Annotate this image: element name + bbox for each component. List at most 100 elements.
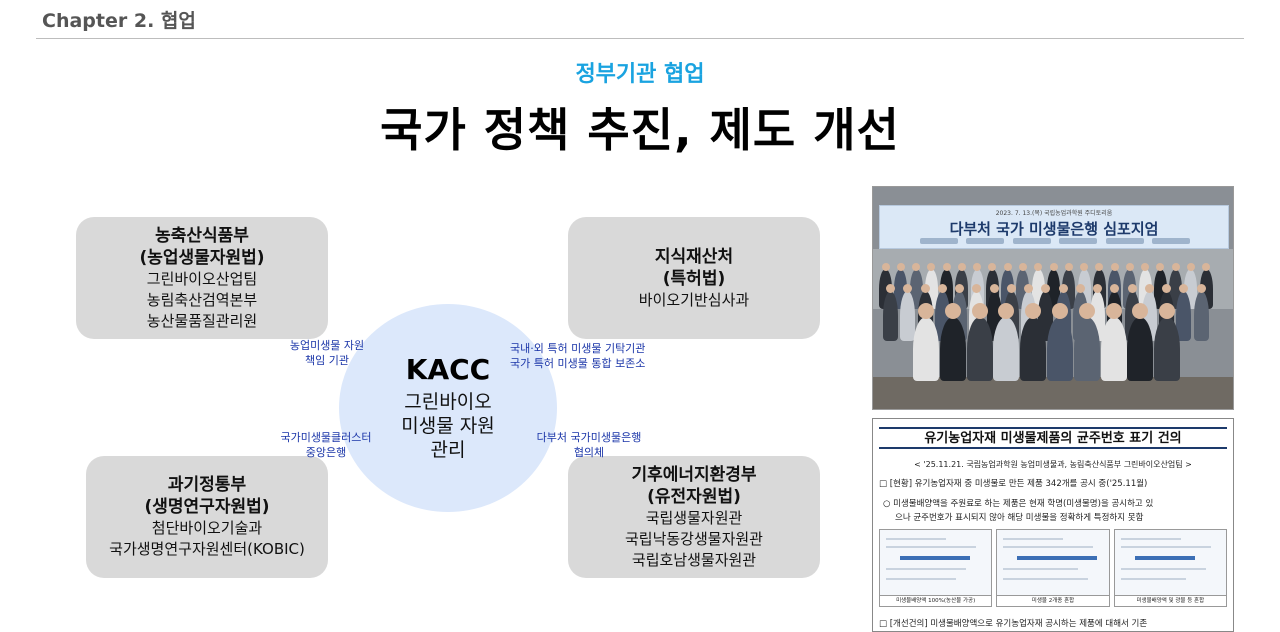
document-detail-line: ○ 미생물배양액을 주원료로 하는 제품은 현재 학명(미생물명)을 공시하고 … <box>883 499 1154 509</box>
box-line: 국립낙동강생물자원관 <box>624 529 763 548</box>
person-head <box>1041 284 1051 293</box>
box-title: 기후에너지환경부 <box>631 464 757 485</box>
document-thumbnail: 미생물배양액 100%(농산물 가공) <box>879 529 993 607</box>
box-line: 국립생물자원관 <box>645 508 743 527</box>
person-silhouette <box>1154 317 1181 381</box>
document-subtitle: < '25.11.21. 국립농업과학원 농업미생물과, 농림축산식품부 그린바… <box>914 460 1192 469</box>
person-silhouette <box>993 317 1020 381</box>
person-head <box>903 284 913 293</box>
person-head <box>1110 263 1119 271</box>
person-head <box>1132 303 1149 319</box>
logo-mark <box>1151 238 1190 244</box>
person-head <box>988 263 997 271</box>
person-head <box>912 263 921 271</box>
box-law: (농업생물자원법) <box>139 247 265 268</box>
box-law: (생명연구자원법) <box>144 497 270 517</box>
person-head <box>1095 263 1104 271</box>
person-head <box>920 284 930 293</box>
thumb-row <box>1120 578 1186 580</box>
connector-line: 중앙은행 <box>305 446 347 459</box>
proposal-document: 유기농업자재 미생물제품의 균주번호 표기 건의 < '25.11.21. 국립… <box>872 418 1234 632</box>
center-line: 미생물 자원 <box>401 415 495 437</box>
box-ministry-agriculture: 농축산식품부 (농업생물자원법) 그린바이오산업팀 농림축산검역본부 농산물품질… <box>76 217 328 339</box>
person-head <box>971 303 988 319</box>
document-improve-line: □ [개선건의] 미생물배양액으로 유기농업자재 공시하는 제품에 대해서 기존 <box>879 619 1148 629</box>
thumb-row <box>1003 568 1079 570</box>
box-title: 과기정통부 <box>167 475 247 495</box>
connector-line: 국내·외 특허 미생물 기탁기관 <box>510 342 646 355</box>
person-head <box>998 303 1015 319</box>
connector-line: 책임 기관 <box>305 354 349 367</box>
thumb-row <box>1003 578 1089 580</box>
logo-mark <box>1105 238 1144 244</box>
center-line: 관리 <box>430 439 466 461</box>
box-title: 농축산식품부 <box>155 225 249 246</box>
person-silhouette <box>1127 317 1154 381</box>
person-head <box>1162 284 1172 293</box>
box-line: 첨단바이오기술과 <box>151 519 263 537</box>
person-head <box>927 263 936 271</box>
thumb-bar <box>1134 556 1195 560</box>
connector-line: 국가미생물클러스터 <box>280 431 372 444</box>
thumb-row <box>1003 538 1064 540</box>
slide-title: 국가 정책 추진, 제도 개선 <box>380 103 900 157</box>
person-head <box>1064 263 1073 271</box>
person-head <box>1024 284 1034 293</box>
thumb-bar <box>1017 556 1098 560</box>
banner-logos <box>920 238 1190 246</box>
logo-mark <box>1012 238 1051 244</box>
person-head <box>896 263 905 271</box>
person-head <box>1186 263 1195 271</box>
person-silhouette <box>900 291 916 341</box>
person-head <box>1058 284 1068 293</box>
document-thumbnails: 미생물배양액 100%(농산물 가공) 미생물 2개종 혼합 미생물배양액 및 … <box>879 529 1227 607</box>
document-title: 유기농업자재 미생물제품의 균주번호 표기 건의 <box>879 427 1227 449</box>
person-head <box>1049 263 1058 271</box>
connector-label-top-left: 농업미생물 자원 책임 기관 <box>274 338 380 368</box>
person-silhouette <box>1073 317 1100 381</box>
box-law: (특허법) <box>662 268 726 289</box>
symposium-group-photo: 2023. 7. 13.(목) 국립농업과학원 주디토리움 다부처 국가 미생물… <box>872 186 1234 410</box>
photo-floor <box>873 377 1233 409</box>
slide-subtitle: 정부기관 협업 <box>575 62 705 87</box>
logo-mark <box>1059 238 1098 244</box>
person-head <box>1127 284 1137 293</box>
person-silhouette <box>1020 317 1047 381</box>
person-silhouette <box>1047 317 1073 381</box>
thumb-row <box>886 578 956 580</box>
person-silhouette <box>913 317 939 381</box>
person-head <box>972 284 982 293</box>
person-head <box>973 263 982 271</box>
logo-mark <box>920 238 958 244</box>
person-head <box>1080 263 1089 271</box>
box-line: 국가생명연구자원센터(KOBIC) <box>109 540 305 558</box>
center-line: 그린바이오 <box>404 391 492 413</box>
person-head <box>1093 284 1103 293</box>
person-head <box>1144 284 1154 293</box>
person-head <box>886 284 895 293</box>
thumbnail-caption: 미생물배양액 100%(농산물 가공) <box>880 595 992 606</box>
person-silhouette <box>1100 317 1127 381</box>
connector-line: 농업미생물 자원 <box>289 339 365 352</box>
person-silhouette <box>1176 291 1192 341</box>
document-thumbnail: 미생물 2개종 혼합 <box>996 529 1110 607</box>
thumb-row <box>1003 546 1094 548</box>
chapter-label: Chapter 2. 협업 <box>42 10 196 32</box>
connector-label-bottom-left: 국가미생물클러스터 중앙은행 <box>268 430 384 460</box>
connector-label-top-right: 국내·외 특허 미생물 기탁기관 국가 특허 미생물 통합 보존소 <box>510 341 666 371</box>
box-line: 그린바이오산업팀 <box>146 269 258 288</box>
box-line: 바이오기반심사과 <box>638 290 750 309</box>
box-title: 지식재산처 <box>654 246 734 267</box>
person-head <box>989 284 999 293</box>
thumb-row <box>886 568 966 570</box>
connector-line: 협의체 <box>573 446 605 459</box>
person-head <box>1034 263 1043 271</box>
person-head <box>1202 263 1211 271</box>
person-silhouette <box>939 317 966 381</box>
center-title: KACC <box>405 353 491 386</box>
thumb-row <box>886 546 976 548</box>
thumbnail-caption: 미생물 2개종 혼합 <box>997 595 1109 606</box>
person-head <box>944 303 961 319</box>
person-head <box>1025 303 1042 319</box>
thumb-row <box>886 538 946 540</box>
